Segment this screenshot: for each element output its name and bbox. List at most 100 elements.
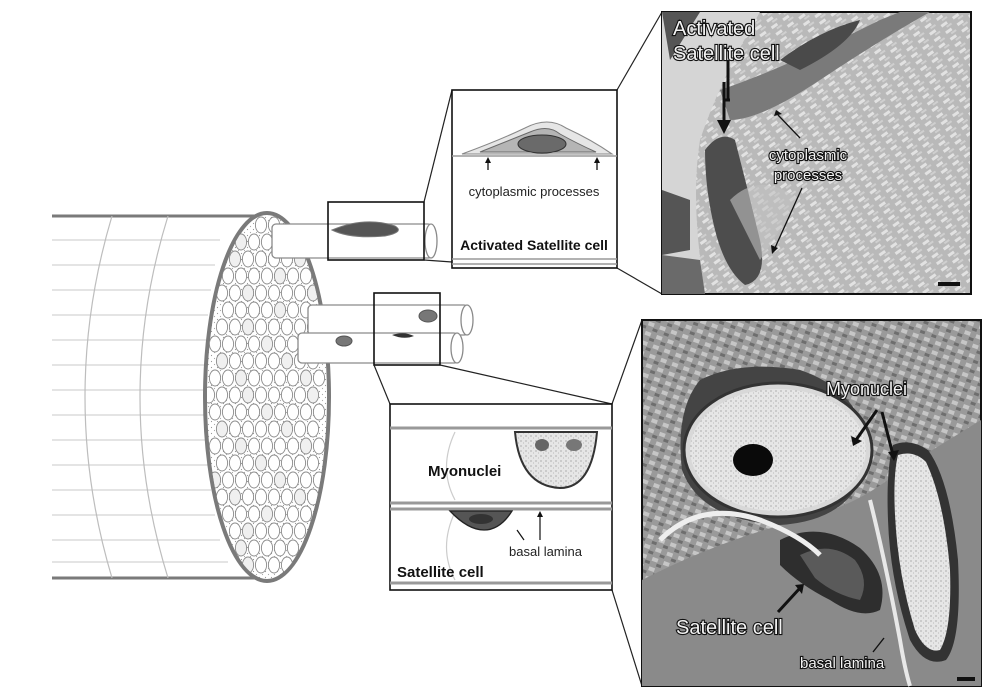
fiber-cross-section	[248, 472, 259, 488]
fiber-cross-section	[235, 540, 246, 556]
fiber-cross-section	[242, 285, 253, 301]
fiber-cross-section	[281, 319, 292, 335]
fiber-cross-section	[255, 557, 266, 573]
fiber-cross-section	[274, 336, 285, 352]
fiber-cross-section	[229, 421, 240, 437]
fiber-cross-section	[216, 319, 227, 335]
fiber-cross-section	[255, 489, 266, 505]
fiber-cross-section	[300, 438, 311, 454]
fiber-cross-section	[242, 251, 253, 267]
fiber-cross-section	[268, 285, 279, 301]
fiber-cross-section	[313, 404, 324, 420]
fiber-cross-section	[255, 319, 266, 335]
fiber-cross-section	[255, 353, 266, 369]
fiber-cross-section	[229, 353, 240, 369]
fiber-cross-section	[216, 353, 227, 369]
fiber-cross-section	[222, 336, 233, 352]
fiber-cross-section	[261, 540, 272, 556]
fiber-cross-section	[281, 421, 292, 437]
fiber-cross-section	[300, 472, 311, 488]
fiber-cross-section	[248, 302, 259, 318]
fiber-cross-section	[281, 285, 292, 301]
fiber-cross-section	[274, 370, 285, 386]
fiber-cross-section	[313, 438, 324, 454]
fiber-cross-section	[294, 285, 305, 301]
fiber-cross-section	[261, 438, 272, 454]
fiber-cross-section	[268, 353, 279, 369]
fiber-cross-section	[229, 319, 240, 335]
inset-activated-satellite: cytoplasmic processes Activated Satellit…	[452, 90, 617, 268]
fiber-cross-section	[268, 387, 279, 403]
fiber-cross-section	[261, 268, 272, 284]
fiber-cross-section	[229, 523, 240, 539]
fiber-cross-section	[229, 251, 240, 267]
fiber-cross-section	[216, 387, 227, 403]
inset-quiescent-basal-lamina-label: basal lamina	[509, 544, 583, 559]
fiber-cross-section	[287, 472, 298, 488]
fiber-cross-section	[307, 421, 318, 437]
fiber-cross-section	[248, 506, 259, 522]
fiber-cross-section	[242, 523, 253, 539]
fiber-cross-section	[222, 302, 233, 318]
fiber-cross-section	[248, 370, 259, 386]
fiber-cross-section	[235, 506, 246, 522]
fiber-cross-section	[261, 370, 272, 386]
fiber-cross-section	[261, 234, 272, 250]
fiber-cross-section	[209, 336, 220, 352]
fiber-cross-section	[287, 268, 298, 284]
fiber-cross-section	[274, 438, 285, 454]
fiber-cross-section	[248, 404, 259, 420]
fiber-cross-section	[216, 421, 227, 437]
fiber-cross-section	[229, 285, 240, 301]
fiber-cross-section	[300, 404, 311, 420]
fiber-cross-section	[294, 523, 305, 539]
fiber-cross-section	[255, 387, 266, 403]
micrograph-top-processes-line1: cytoplasmic	[769, 147, 848, 164]
fiber-cross-section	[281, 387, 292, 403]
fiber-cross-section	[287, 438, 298, 454]
fiber-cross-section	[268, 557, 279, 573]
fiber-cross-section	[294, 387, 305, 403]
fiber-cross-section	[242, 455, 253, 471]
fiber-cross-section	[209, 438, 220, 454]
fiber-cross-section	[261, 506, 272, 522]
fiber-cross-section	[274, 540, 285, 556]
fiber-cross-section	[209, 404, 220, 420]
micrograph-top-processes-line2: processes	[774, 167, 842, 184]
micrograph-top-title-line2: Satellite cell	[673, 43, 780, 65]
fiber-cross-section	[242, 421, 253, 437]
inset-activated-processes-label: cytoplasmic processes	[469, 184, 600, 199]
fiber-cross-section	[287, 370, 298, 386]
fiber-cross-section	[261, 336, 272, 352]
fiber-cross-section	[248, 336, 259, 352]
fiber-cross-section	[229, 455, 240, 471]
fiber-cross-section	[281, 523, 292, 539]
fiber-cross-section	[235, 370, 246, 386]
micrograph-top-title-line1: Activated	[673, 18, 755, 40]
fiber-cross-section	[261, 302, 272, 318]
fiber-cross-section	[287, 506, 298, 522]
fiber-cross-section	[235, 268, 246, 284]
fiber-cross-section	[268, 319, 279, 335]
fiber-cross-section	[248, 268, 259, 284]
fiber-cross-section	[287, 336, 298, 352]
fiber-cross-section	[242, 353, 253, 369]
fiber-cross-section	[235, 302, 246, 318]
fiber-cross-section	[229, 489, 240, 505]
fiber-cross-section	[235, 336, 246, 352]
fiber-cross-section	[274, 302, 285, 318]
fiber-cross-section	[287, 302, 298, 318]
fiber-cross-section	[294, 455, 305, 471]
fiber-cross-section	[281, 489, 292, 505]
fiber-cross-section	[307, 387, 318, 403]
fiber-cross-section	[268, 421, 279, 437]
fiber-cross-section	[294, 421, 305, 437]
fiber-cross-section	[255, 421, 266, 437]
micrograph-bottom-satellite-label: Satellite cell	[676, 617, 783, 639]
fiber-cross-section	[300, 506, 311, 522]
fiber-cross-section	[268, 489, 279, 505]
fiber-cross-section	[255, 217, 266, 233]
fiber-cross-section	[268, 523, 279, 539]
fiber-cross-section	[222, 268, 233, 284]
